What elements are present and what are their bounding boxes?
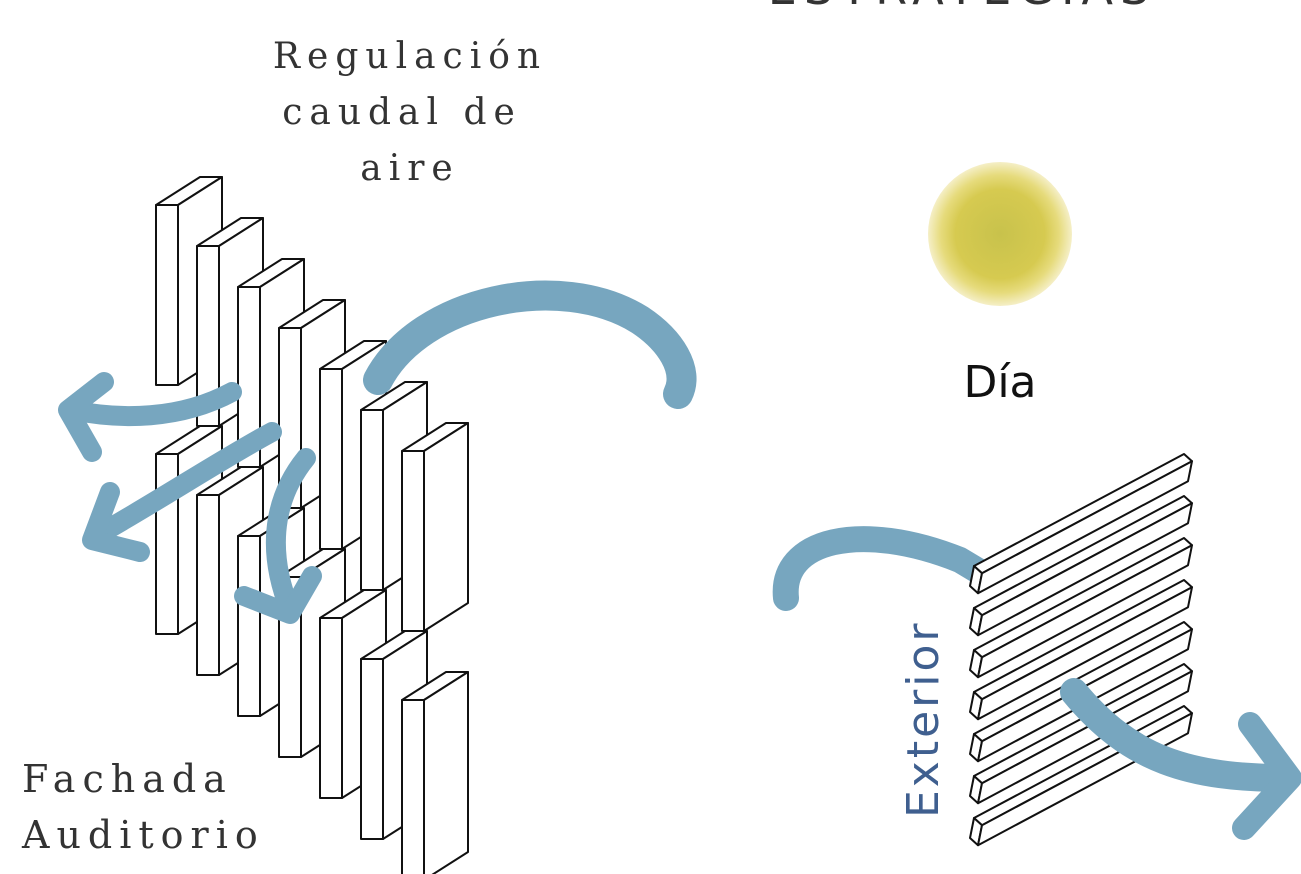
airflow-arc-right: [772, 526, 998, 611]
regulation-title: Regulación caudal de aire: [273, 36, 547, 189]
regulation-title-line1: Regulación: [273, 36, 547, 77]
regulation-title-line2: caudal de: [282, 92, 522, 133]
top-heading: ESTRATEGIAS: [768, 0, 1156, 15]
horizontal-louvers: [969, 453, 1193, 847]
exterior-label: Exterior: [898, 621, 949, 819]
facade-title-line1: Fachada: [22, 757, 233, 801]
louver-slat: [969, 579, 1193, 721]
airflow-arrow-down: [265, 448, 316, 620]
louver-slat: [969, 495, 1193, 637]
airflow-arrow-upper: [62, 382, 242, 427]
airflow-arrowhead-middle: [82, 482, 150, 562]
airflow-arrowhead-upper: [58, 372, 114, 462]
louver-slat: [969, 663, 1193, 805]
day-label: Día: [963, 357, 1036, 408]
facade-title: Fachada Auditorio: [21, 757, 265, 857]
airflow-arrow-exit: [1060, 678, 1300, 792]
louver-slat: [969, 537, 1193, 679]
sun-icon: [928, 162, 1072, 306]
facade-title-line2: Auditorio: [21, 813, 265, 857]
fin-lower: [401, 671, 469, 874]
airflow-arrows-left: [58, 280, 697, 624]
louver-slat: [969, 453, 1193, 595]
airflow-arc-large: [363, 280, 697, 409]
fin-upper: [401, 422, 469, 632]
airflow-arrow-right: [1060, 678, 1301, 840]
airflow-arrowhead-right: [1232, 712, 1301, 840]
airflow-arrow-middle: [86, 422, 282, 546]
airflow-arrowhead-down: [234, 566, 322, 624]
regulation-title-line3: aire: [360, 148, 460, 189]
